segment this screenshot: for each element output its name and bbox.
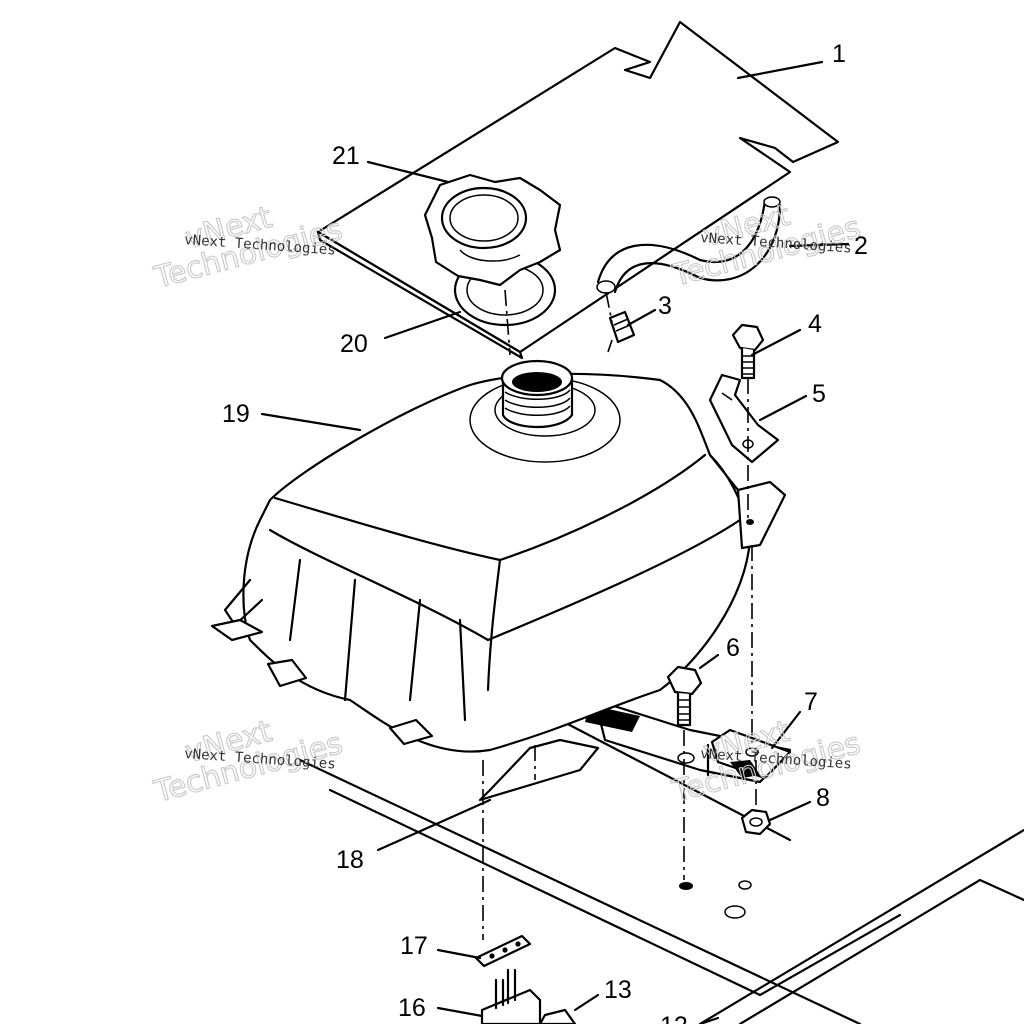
frame-rail [298, 718, 1024, 1024]
part-6-bolt [666, 665, 703, 727]
part-8-nut [740, 808, 772, 836]
callout-21: 21 [332, 142, 360, 170]
part-18-pad [478, 738, 600, 802]
callout-3: 3 [658, 292, 672, 320]
part-3-fitting [608, 310, 636, 344]
callout-5: 5 [812, 380, 826, 408]
callout-8: 8 [816, 784, 830, 812]
part-7-bracket [710, 728, 792, 780]
part-17-plate [474, 934, 532, 968]
callout-18: 18 [336, 846, 364, 874]
part-5-bracket [708, 373, 780, 464]
callout-12: 12 [660, 1012, 688, 1024]
callout-20: 20 [340, 330, 368, 358]
callout-13: 13 [604, 976, 632, 1004]
callout-4: 4 [808, 310, 822, 338]
assembly-center-lines [482, 289, 757, 940]
callout-17: 17 [400, 932, 428, 960]
part-2-vent-hose [596, 196, 782, 294]
part-19-fuel-tank [210, 359, 787, 753]
leader-lines [260, 60, 850, 1024]
part-16-valve [480, 968, 542, 1024]
callout-6: 6 [726, 634, 740, 662]
part-1-cover-plate [316, 20, 840, 360]
callout-2: 2 [854, 232, 868, 260]
part-21-fuel-cap [423, 173, 562, 287]
callout-16: 16 [398, 994, 426, 1022]
part-13-fuel-line [538, 1008, 577, 1024]
part-4-bolt [731, 323, 765, 380]
callout-7: 7 [804, 688, 818, 716]
callout-1: 1 [832, 40, 846, 68]
callout-labels: 1 2 3 4 5 6 7 8 12 13 16 17 18 19 20 21 [222, 40, 868, 1024]
callout-19: 19 [222, 400, 250, 428]
